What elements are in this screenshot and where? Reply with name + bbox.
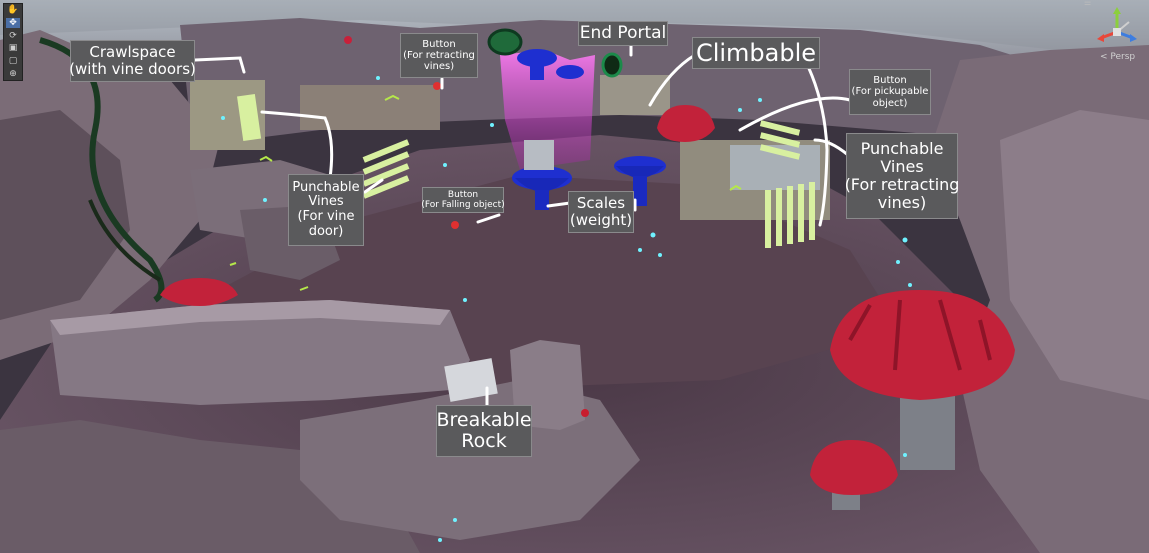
label-crawlspace-line1: Crawlspace: [89, 43, 176, 62]
label-button-pickupable-line2: (For pickupable: [851, 86, 929, 98]
label-button-retracting-line3: vines): [423, 61, 455, 73]
mushroom-back: [657, 105, 715, 142]
back-platform-left: [300, 85, 440, 130]
label-button-retracting: Button (For retracting vines): [400, 33, 478, 78]
camera-mode-toggle[interactable]: < Persp: [1100, 52, 1136, 62]
portal-ring-right: [601, 52, 623, 78]
leader-lines: [193, 43, 852, 409]
button-falling-object: [451, 221, 459, 229]
label-punchable-vines-right-line4: vines): [877, 192, 927, 212]
label-punchable-vines-right: Punchable Vines (For retracting vines): [844, 133, 960, 219]
label-button-falling-line1: Button: [447, 189, 479, 200]
hand-tool-icon[interactable]: ✋: [7, 5, 19, 16]
label-climbable: Climbable: [692, 37, 820, 69]
label-climbable-text: Climbable: [695, 38, 817, 67]
front-stone-wall-top: [50, 300, 450, 335]
label-button-falling: Button (For Falling object): [421, 187, 505, 213]
label-end-portal-text: End Portal: [579, 22, 667, 43]
label-punchable-vines-left-line1: Punchable: [292, 179, 360, 195]
right-cliff-shade: [1000, 110, 1149, 400]
scene-menu-icon[interactable]: ☰: [1084, 0, 1092, 7]
label-scales: Scales (weight): [568, 191, 634, 233]
portal-blue-platforms: [517, 49, 584, 80]
label-button-falling-line2: (For Falling object): [421, 200, 505, 210]
glow-particles: [221, 76, 912, 542]
label-button-pickupable-line3: object): [872, 97, 908, 109]
punchable-vines-left: [362, 139, 410, 199]
move-tool-icon[interactable]: ✥: [6, 17, 20, 28]
transform-tool-icon[interactable]: ⊕: [9, 68, 17, 79]
label-button-pickupable: Button (For pickupable object): [849, 69, 931, 115]
label-scales-line1: Scales: [576, 194, 626, 213]
label-punchable-vines-left: Punchable Vines (For vine door): [288, 174, 364, 246]
punchable-vines-right: [759, 120, 815, 248]
label-button-retracting-line1: Button: [422, 38, 456, 50]
rotate-tool-icon[interactable]: ⟳: [9, 30, 17, 41]
label-crawlspace: Crawlspace (with vine doors): [69, 40, 196, 82]
left-cliff-shade: [0, 110, 130, 320]
label-scales-line2: (weight): [569, 211, 633, 229]
scale-left: [512, 140, 572, 210]
label-punchable-vines-right-line2: Vines: [880, 157, 924, 177]
label-button-retracting-line2: (For retracting: [403, 49, 475, 61]
back-platform-right: [600, 75, 670, 115]
label-breakable-rock-line1: Breakable: [436, 408, 532, 431]
back-cliff: [0, 0, 1149, 60]
label-crawlspace-line2: (with vine doors): [69, 60, 196, 78]
label-punchable-vines-right-line3: (For retracting: [844, 175, 960, 194]
button-pickupable: [344, 36, 352, 44]
label-end-portal: End Portal: [578, 21, 668, 46]
vine-panel-crawlspace: [237, 93, 262, 142]
label-punchable-vines-right-line1: Punchable: [860, 139, 944, 159]
label-punchable-vines-left-line3: (For vine: [297, 209, 355, 224]
left-lower-rock: [0, 420, 420, 553]
label-breakable-rock: Breakable Rock: [436, 405, 532, 457]
scene-toolbar: ✋ ✥ ⟳ ▣ ▢ ⊕: [3, 3, 23, 81]
scale-right: [614, 156, 666, 206]
label-button-pickupable-line1: Button: [873, 75, 907, 87]
orientation-gizmo-icon[interactable]: [1089, 4, 1145, 64]
red-flower: [581, 409, 589, 417]
front-stone-wall: [50, 300, 470, 405]
rect-tool-icon[interactable]: ▢: [8, 55, 18, 66]
label-breakable-rock-line2: Rock: [461, 430, 507, 452]
label-punchable-vines-left-line4: door): [308, 223, 344, 239]
breakable-rock: [444, 358, 498, 402]
mushroom-left: [160, 278, 238, 306]
mushroom-small: [810, 440, 898, 510]
button-retracting: [433, 82, 441, 90]
hanging-vine-2: [88, 199, 162, 282]
label-punchable-vines-left-line2: Vines: [308, 194, 344, 210]
end-portal-beam: [500, 50, 595, 170]
scale-tool-icon[interactable]: ▣: [8, 43, 18, 54]
mushroom-large: [830, 290, 1015, 470]
portal-ring-left: [487, 28, 523, 56]
vine-sprouts: [229, 94, 742, 291]
